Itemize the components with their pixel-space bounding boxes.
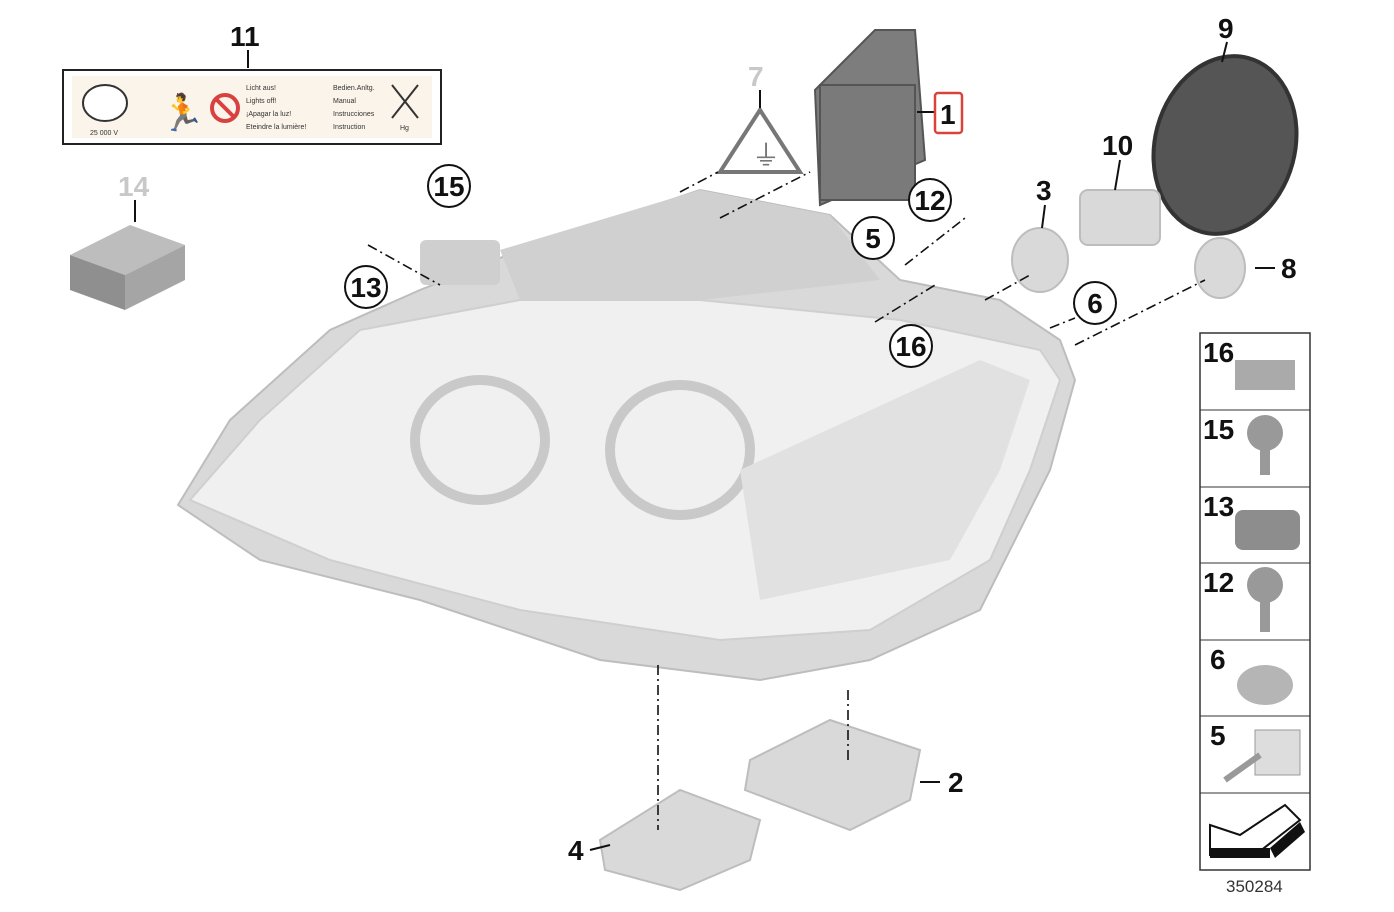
label-text: Licht aus! [246,85,276,92]
callout-15[interactable]: 15 [433,171,464,202]
callout-13[interactable]: 13 [350,272,381,303]
callout-4[interactable]: 4 [568,835,584,866]
part-9-cover [1151,54,1299,236]
callout-5[interactable]: 5 [865,223,881,254]
label-text: Eteindre la lumière! [246,124,306,131]
legend-column: 16 15 13 12 6 5 [1199,332,1311,871]
callout-11[interactable]: 11 [230,21,260,52]
prohibited-icon [210,93,240,123]
label-text: Lights off! [246,98,276,105]
callout-8[interactable]: 8 [1281,253,1297,284]
circled-callouts [344,164,1117,368]
person-icon: 🏃 [160,92,205,133]
legend-item-5[interactable]: 5 [1210,720,1226,751]
highlight-box [933,91,964,135]
bolt-icon [1247,567,1283,603]
callout-12[interactable]: 12 [914,185,945,216]
legend-item-13[interactable]: 13 [1203,491,1234,522]
warning-triangle-icon [716,106,804,174]
callout-14[interactable]: 14 [118,171,150,202]
voltage-text: 25 000 V [90,130,118,137]
callout-10[interactable]: 10 [1102,130,1133,161]
callout-7[interactable]: 7 [748,61,764,92]
xenon-bulb-icon [1254,729,1301,776]
leader-lines [134,41,1275,851]
diagram-code: 350284 [1226,877,1283,896]
warning-label-11: 25 000 V 🏃 Licht aus! Lights off! ¡Apaga… [62,69,442,145]
label-text: Manual [333,98,356,105]
callout-6[interactable]: 6 [1087,288,1103,319]
legend-item-12[interactable]: 12 [1203,567,1234,598]
callout-16[interactable]: 16 [895,331,926,362]
part-14-box [70,225,185,310]
label-text: ¡Apagar la luz! [246,111,291,118]
part-2-ballast [743,718,922,832]
legend-item-15[interactable]: 15 [1203,414,1234,445]
screw-icon [1247,415,1283,451]
legend-item-16[interactable]: 16 [1203,337,1234,368]
label-text: Instruction [333,124,365,131]
part-4-led-module [598,788,762,892]
part-3-motor [1011,227,1069,293]
part-8-socket [1194,237,1246,299]
part-10-connector [1079,189,1161,246]
callout-9[interactable]: 9 [1218,13,1234,44]
callout-3[interactable]: 3 [1036,175,1052,206]
hg-text: Hg [400,125,409,132]
part-1-control-unit [813,29,927,207]
callout-1[interactable]: 1 [940,99,956,130]
headlight-assembly [176,188,1077,682]
legend-item-6[interactable]: 6 [1210,644,1226,675]
speed-nut-icon [1235,360,1295,390]
bulb-icon [1237,665,1293,705]
clip-icon [1235,510,1300,550]
plug-icon: ⏚ [752,140,780,171]
label-text: Instrucciones [333,111,375,118]
label-text: Bedien.Anltg. [333,85,375,92]
callout-2[interactable]: 2 [948,767,964,798]
